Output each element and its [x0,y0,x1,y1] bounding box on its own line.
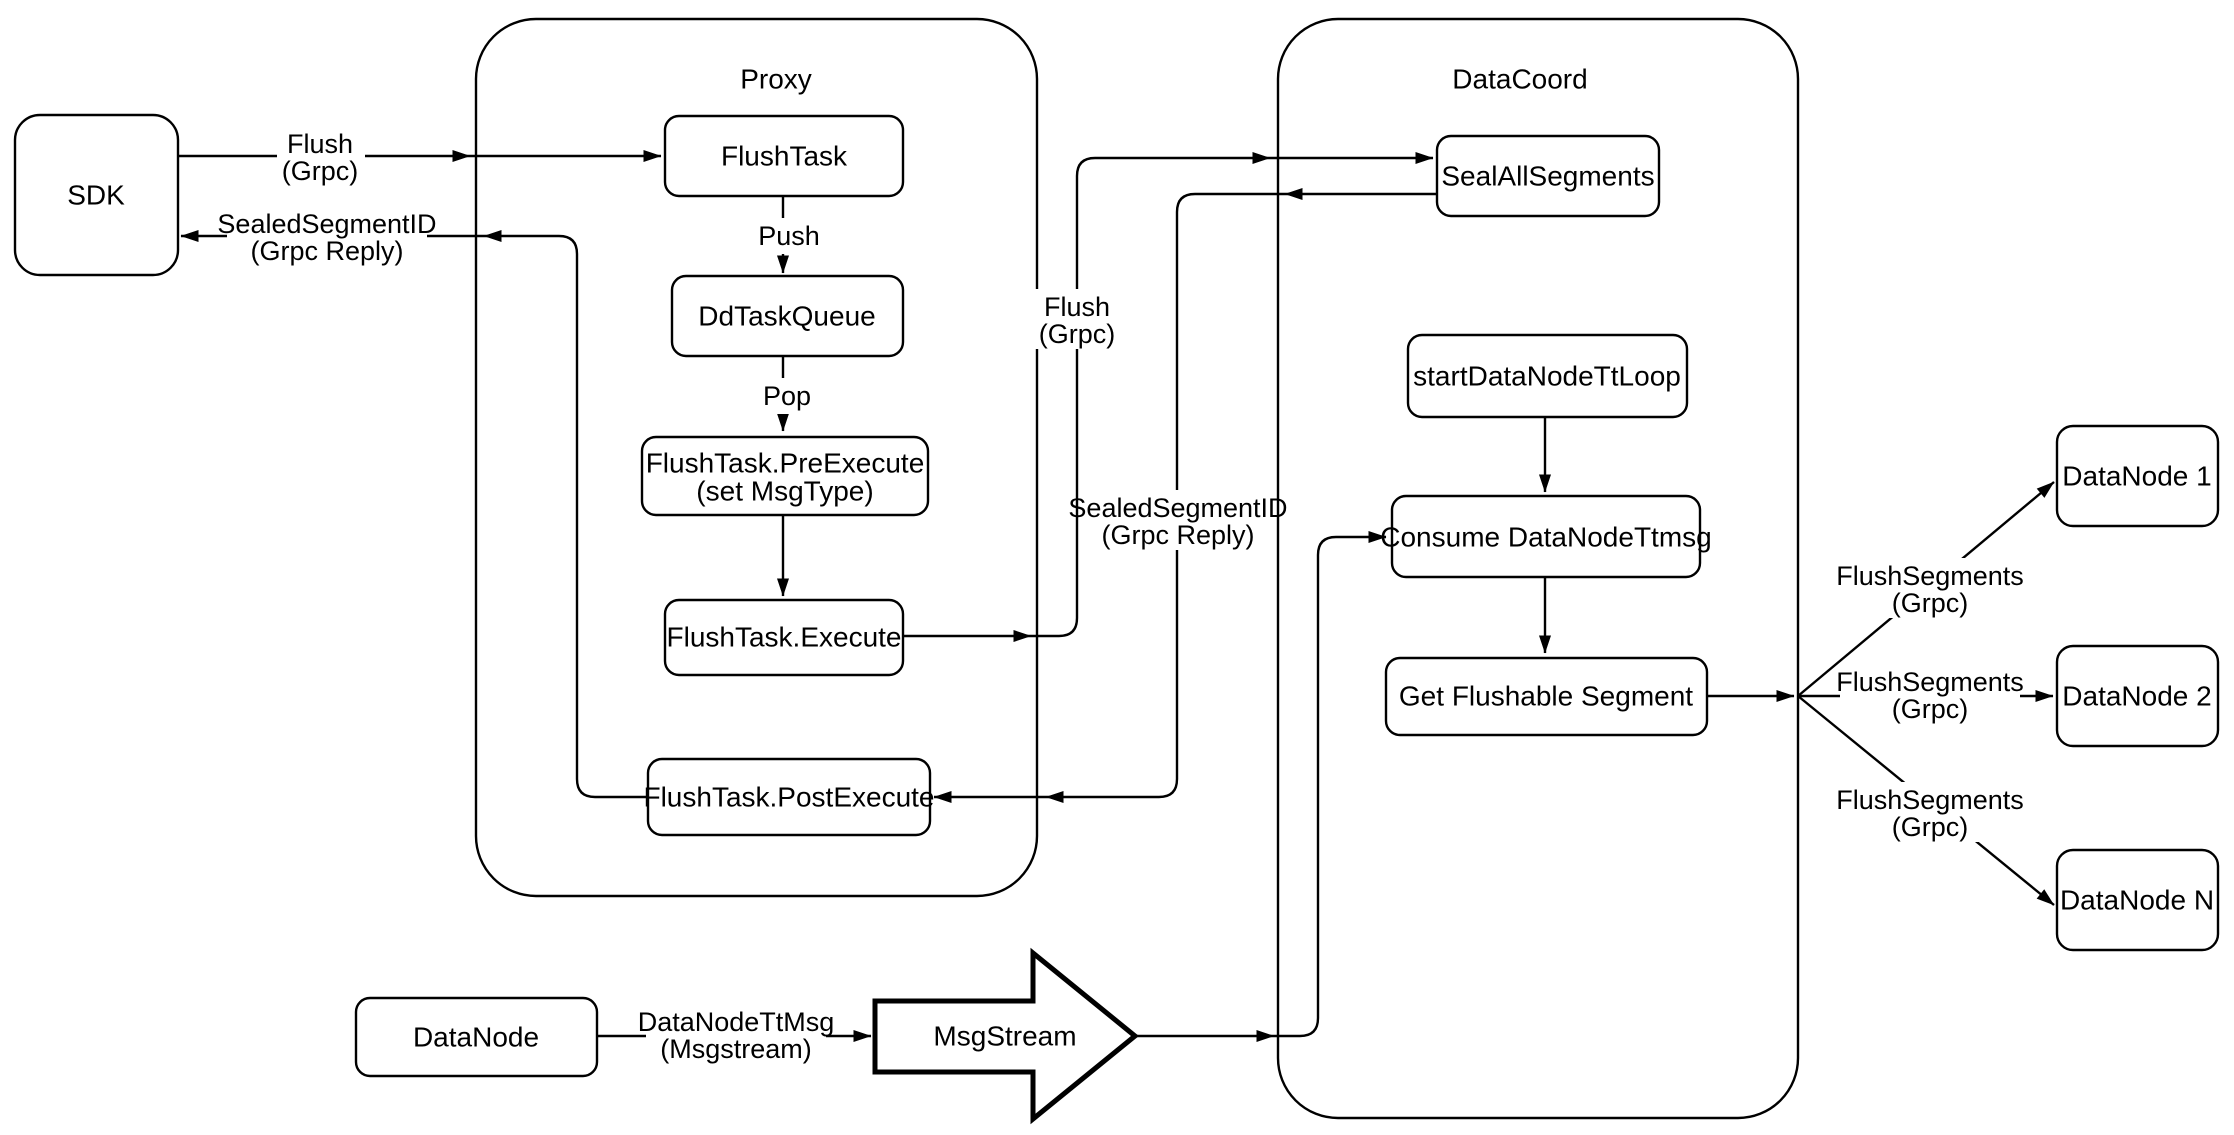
label-bg [1840,558,2020,618]
edge-label-text: (Grpc) [1892,694,1969,724]
edge-label-text: (Grpc) [1892,812,1969,842]
node-dd-task-queue-label: DdTaskQueue [698,301,875,332]
edge-label-text: (Grpc Reply) [250,236,403,266]
label-bg [227,207,427,267]
edge-label-text: SealedSegmentID [217,209,436,239]
label-bg [1840,664,2020,724]
edge-label-text: Flush [1044,292,1110,322]
node-flush-task-post-execute [646,757,932,837]
edge-label-text: (Msgstream) [660,1034,812,1064]
edge-postexecute-to-proxy-left-boundary [483,230,648,799]
node-pre-execute-label-line1: FlushTask.PreExecute [646,448,925,479]
label-bg [1840,782,2020,842]
node-consume-data-node-ttmsg [1390,494,1702,579]
nodes [13,113,2220,1125]
node-consume-label: Consume DataNodeTtmsg [1380,522,1711,553]
node-data-node-n-label: DataNode N [2060,885,2214,916]
node-data-node-1 [2055,424,2220,528]
edge-label-text: SealedSegmentID [1068,493,1287,523]
edge-label-text: FlushSegments [1836,561,2024,591]
node-seal-all-segments [1435,134,1661,218]
node-labels: SDK FlushTask DdTaskQueue FlushTask.PreE… [67,141,2214,1053]
edge-flush-up-to-datacoord-boundary [1031,152,1271,638]
node-get-flushable-segment [1384,656,1709,737]
edge-label-flush-segments-3: FlushSegments (Grpc) [1836,782,2024,842]
datacoord-container-label: DataCoord [1452,64,1587,95]
edge-label-push: Push [757,218,821,254]
node-start-data-node-tt-loop [1406,333,1689,419]
edge-label-sealed-segment-id-mid: SealedSegmentID (Grpc Reply) [1068,490,1288,550]
node-pre-execute-label-line2: (set MsgType) [696,476,873,507]
label-bg [757,218,821,254]
node-start-loop-label: startDataNodeTtLoop [1413,361,1681,392]
node-execute-label: FlushTask.Execute [667,622,902,653]
node-data-node-1-label: DataNode 1 [2062,461,2211,492]
msgstream-label: MsgStream [933,1021,1076,1052]
node-data-node [354,996,599,1078]
edge-label-text: Pop [763,381,811,411]
label-bg [1033,289,1121,349]
node-flush-task-pre-execute [640,435,930,517]
label-bg [646,1004,826,1064]
node-data-node-2-label: DataNode 2 [2062,681,2211,712]
node-flush-task [663,114,905,198]
proxy-container-label: Proxy [740,64,812,95]
edge-ttmsg-up-to-consume [1274,531,1387,1038]
node-data-node-n [2055,848,2220,952]
edge-label-text: FlushSegments [1836,785,2024,815]
node-get-flushable-label: Get Flushable Segment [1399,681,1693,712]
edge-label-flush-segments-1: FlushSegments (Grpc) [1836,558,2024,618]
edge-label-flush-grpc-mid: Flush (Grpc) [1033,289,1121,349]
node-sdk-label: SDK [67,180,125,211]
node-post-execute-label: FlushTask.PostExecute [643,782,934,813]
node-flush-task-execute [663,598,905,677]
label-bg [760,378,816,414]
label-bg [1080,490,1276,550]
label-bg [277,126,365,186]
msgstream-block-arrow [872,947,1139,1125]
edge-label-text: (Grpc Reply) [1101,520,1254,550]
node-data-node-label: DataNode [413,1022,539,1053]
edge-label-flush-grpc-sdk: Flush (Grpc) [277,126,365,186]
edge-label-sealed-segment-id-sdk: SealedSegmentID (Grpc Reply) [217,207,437,267]
edge-label-text: (Grpc) [1892,588,1969,618]
edge-label-text: Flush [287,129,353,159]
edge-label-text: DataNodeTtMsg [638,1007,835,1037]
node-seal-all-segments-label: SealAllSegments [1441,161,1654,192]
node-data-node-2 [2055,644,2220,748]
edge-label-text: (Grpc) [282,156,359,186]
edge-label-text: (Grpc) [1039,319,1116,349]
edge-label-text: Push [758,221,820,251]
node-sdk [13,113,180,277]
edge-label-pop: Pop [760,378,816,414]
edge-labels: Flush (Grpc) SealedSegmentID (Grpc Reply… [217,126,2024,1064]
edge-label-flush-segments-2: FlushSegments (Grpc) [1836,664,2024,724]
edge-label-data-node-tt-msg: DataNodeTtMsg (Msgstream) [638,1004,835,1064]
node-dd-task-queue [670,274,905,358]
edge-label-text: FlushSegments [1836,667,2024,697]
node-flush-task-label: FlushTask [721,141,848,172]
